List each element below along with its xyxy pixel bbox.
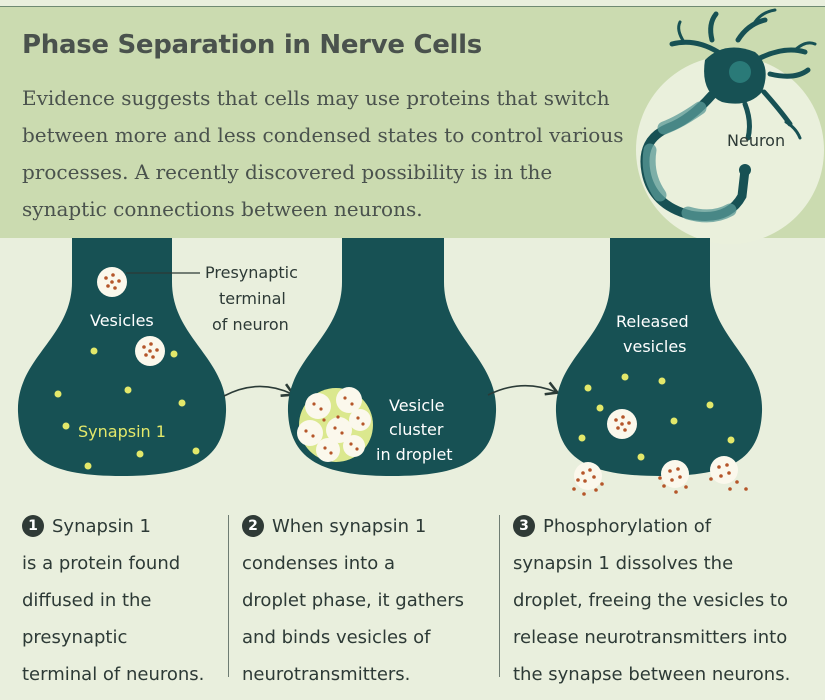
synapsin-dots-3 [578,373,735,461]
vesicles-label: Vesicles [90,311,154,330]
intro-text: Evidence suggests that cells may use pro… [22,86,624,221]
synapsin-label: Synapsin 1 [78,422,166,441]
neuron-dendrites [669,11,811,141]
svg-text:in droplet: in droplet [376,445,453,464]
terminal-panel-1: Vesicles Synapsin 1 [17,238,227,476]
arrow-2 [487,381,560,396]
terminal-panel-3: Released vesicles [555,238,763,476]
neuron-label: Neuron [727,131,785,150]
step-2-number: 2 [242,515,264,537]
neuron-axon-terminal [739,164,751,176]
vesicle-droplet [297,387,373,462]
vesicle-3a [607,409,637,439]
step-1-number: 1 [22,515,44,537]
neuron-myelin [642,101,737,223]
svg-text:of neuron: of neuron [212,315,289,334]
step-divider-1 [228,515,229,677]
presynaptic-terminal-3 [555,238,763,476]
released-label: Released vesicles [616,312,689,356]
svg-text:cluster: cluster [389,420,444,439]
neuron-backdrop-circle [636,56,824,244]
svg-text:Presynaptic: Presynaptic [205,263,298,282]
top-rule [0,6,825,7]
cluster-label: Vesicle cluster in droplet [376,396,453,464]
terminal-panel-2: Vesicle cluster in droplet [287,238,497,476]
step-divider-2 [499,515,500,677]
svg-text:terminal: terminal [219,289,286,308]
arrow-1 [223,383,296,397]
svg-text:Vesicle: Vesicle [389,396,444,415]
vesicle-1b [135,336,165,366]
presynaptic-label: Presynaptic terminal of neuron [205,263,298,334]
synapsin-dots-1 [54,347,200,470]
page-title: Phase Separation in Nerve Cells [22,30,482,60]
step-3-number: 3 [513,515,535,537]
presynaptic-terminal-1 [17,238,227,476]
vesicle-1a [97,267,127,297]
neuron-nucleus [729,61,751,83]
neuron-illustration: Neuron [636,8,824,244]
released-vesicles [572,456,748,496]
svg-text:vesicles: vesicles [623,337,687,356]
svg-text:Released: Released [616,312,689,331]
